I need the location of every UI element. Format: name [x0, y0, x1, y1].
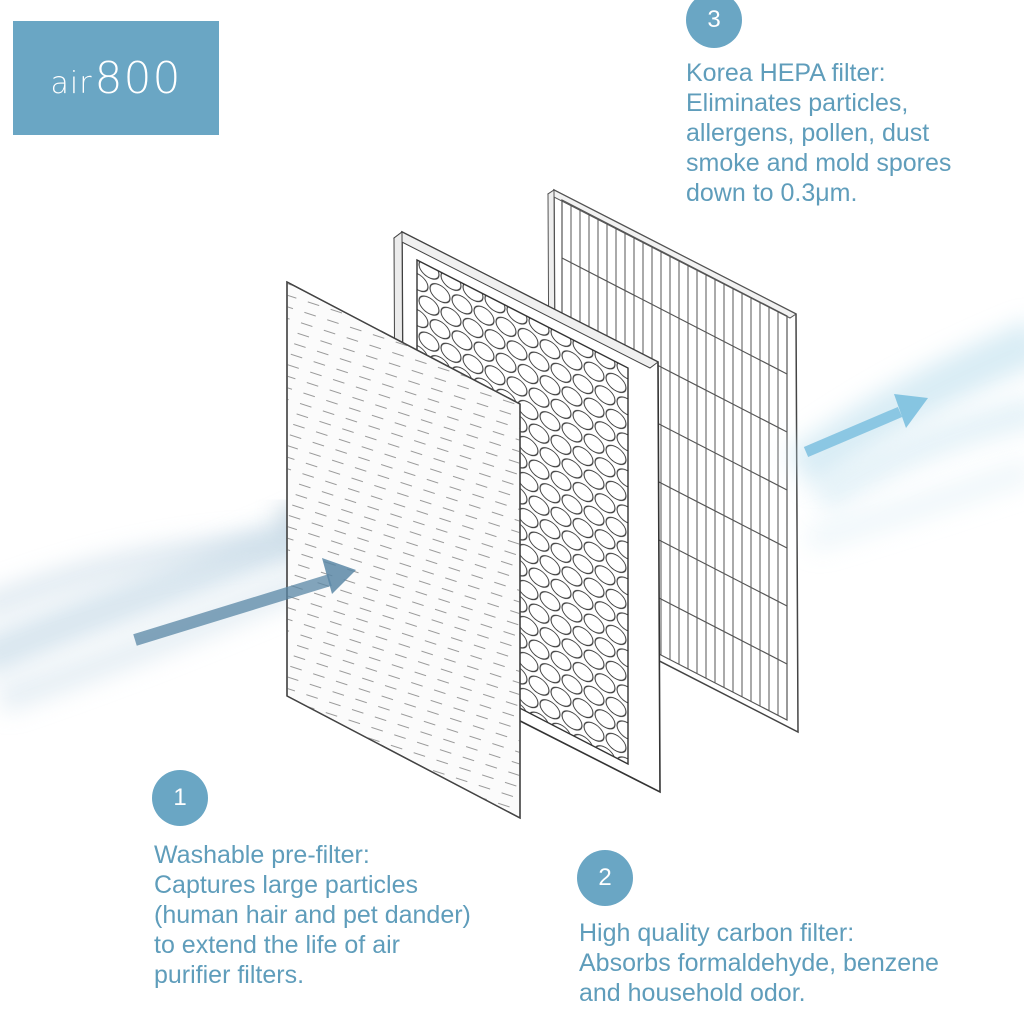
carbon-callout: High quality carbon filter: Absorbs form… [579, 918, 939, 1008]
carbon-line-1: Absorbs formaldehyde, benzene [579, 949, 939, 977]
hepa-line-2: allergens, pollen, dust [686, 119, 930, 147]
pre-filter-line-1: Captures large particles [154, 871, 419, 899]
pre-filter [286, 280, 521, 820]
logo-number: 800 [94, 52, 182, 104]
hepa-line-3: smoke and mold spores [686, 149, 952, 177]
pre-filter-line-2: (human hair and pet dander) [154, 901, 471, 929]
step-1-number: 1 [173, 784, 187, 811]
pre-filter-title: Washable pre-filter: [154, 841, 370, 869]
step-3-badge: 3 [686, 0, 742, 48]
arrow-right-icon [803, 394, 928, 458]
hepa-callout: Korea HEPA filter: Eliminates particles,… [686, 58, 951, 208]
hepa-line-1: Eliminates particles, [686, 89, 909, 117]
step-2-number: 2 [598, 864, 612, 891]
brand-logo: air 800 [13, 21, 219, 135]
pre-filter-line-3: to extend the life of air [154, 931, 400, 959]
pre-filter-line-4: purifier filters. [154, 961, 305, 989]
pre-filter-callout: Washable pre-filter: Captures large part… [154, 840, 471, 990]
hepa-title: Korea HEPA filter: [686, 59, 886, 87]
step-2-badge: 2 [577, 850, 633, 906]
step-3-number: 3 [707, 6, 721, 33]
logo-word: air [50, 65, 93, 101]
step-1-badge: 1 [152, 770, 208, 826]
carbon-line-2: and household odor. [579, 979, 806, 1007]
arrow-right-icon [133, 558, 356, 646]
hepa-line-4: down to 0.3μm. [686, 179, 858, 207]
carbon-title: High quality carbon filter: [579, 919, 855, 947]
